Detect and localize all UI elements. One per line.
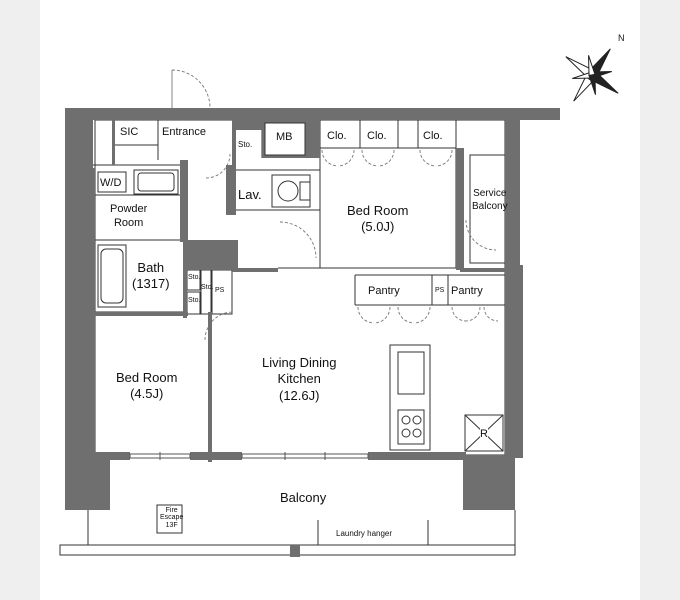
pantry-label-1: Pantry [368, 285, 400, 297]
fire-escape-line-1: Fire [165, 507, 178, 514]
sto-label-a: Sto. [188, 274, 201, 281]
closet-label-1: Clo. [327, 130, 347, 144]
walls [65, 108, 560, 557]
ldk-size: (12.6J) [278, 387, 320, 403]
right-frame-margin [640, 0, 680, 600]
sto-label-c: Sto. [201, 284, 214, 291]
sto-top-label: Sto. [238, 140, 253, 149]
bed-room-1-size: (5.0J) [361, 219, 395, 235]
balcony-label: Balcony [280, 490, 327, 505]
refrigerator-label: R [480, 428, 488, 442]
lav-label: Lav. [238, 187, 262, 202]
mb-label: MB [276, 131, 293, 143]
compass-north-label: N [618, 33, 625, 43]
bed-room-1-label: Bed Room (5.0J) [347, 203, 408, 236]
service-balcony-line-1: Service [473, 188, 507, 199]
fire-escape-label: Fire Escape 13F [160, 507, 183, 529]
door-swings [171, 69, 499, 341]
ldk-line-2: Kitchen [277, 371, 321, 387]
bath-size: (1317) [132, 276, 170, 292]
bed-room-1-name: Bed Room [347, 203, 409, 218]
bath-name: Bath [137, 260, 165, 275]
service-balcony-line-2: Balcony [472, 200, 508, 212]
ps-label-1: PS [215, 287, 225, 294]
bath-label: Bath (1317) [132, 260, 170, 293]
entrance-label: Entrance [162, 126, 207, 138]
laundry-hanger-label: Laundry hanger [336, 529, 393, 538]
ps-label-2: PS [435, 287, 445, 294]
powder-room-line-2: Room [113, 216, 144, 229]
mb-box [264, 122, 306, 156]
powder-room-line-1: Powder [110, 203, 148, 215]
ldk-label: Living Dining Kitchen (12.6J) [262, 355, 336, 404]
sto-label-b: Sto. [188, 297, 201, 304]
fire-escape-floor: 13F [165, 521, 178, 529]
bed-room-2-label: Bed Room (4.5J) [116, 370, 177, 403]
compass-icon [565, 48, 619, 102]
left-frame-margin [0, 0, 40, 600]
pantry-label-2: Pantry [451, 285, 483, 297]
closet-label-3: Clo. [423, 130, 443, 144]
fire-escape-line-2: Escape [160, 514, 184, 522]
sic-label: SIC [120, 126, 139, 138]
bed-room-2-name: Bed Room [116, 370, 178, 385]
ldk-line-1: Living Dining [262, 355, 337, 370]
powder-room-label: Powder Room [110, 203, 147, 231]
bed-room-2-size: (4.5J) [130, 386, 164, 402]
windows [129, 452, 369, 460]
service-balcony-label: Service Balcony [472, 188, 508, 213]
wd-label: W/D [100, 177, 122, 189]
closet-label-2: Clo. [367, 130, 387, 144]
